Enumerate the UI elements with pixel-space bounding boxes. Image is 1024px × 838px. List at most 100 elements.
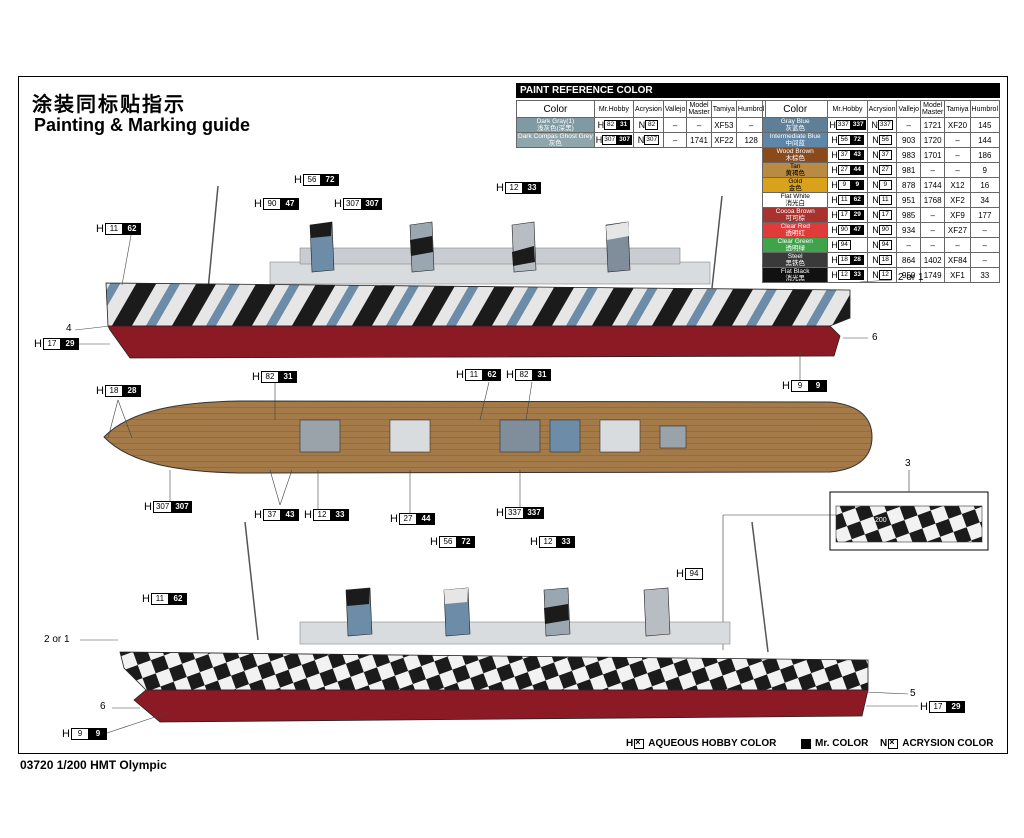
n-code: 56 xyxy=(878,135,892,146)
h-code-black: 62 xyxy=(850,195,864,206)
callout-code-white: 82 xyxy=(260,371,279,383)
col-acrysion: Acrysion xyxy=(633,100,664,118)
n-code: 17 xyxy=(878,210,892,221)
callout-h-27-44: H 27 44 xyxy=(390,513,435,525)
callout-code-white: 307 xyxy=(342,198,363,210)
n-code: 90 xyxy=(878,225,892,236)
h-letter: H xyxy=(829,119,836,130)
callout-h-12-33-bottom: H 12 33 xyxy=(530,536,575,548)
n-code: 12 xyxy=(878,270,892,281)
h-letter: H xyxy=(831,224,838,235)
callout-code-white: 17 xyxy=(42,338,61,350)
h-code-white: 90 xyxy=(837,225,851,236)
callout-code-black: 307 xyxy=(362,198,382,210)
callout-code-black: 307 xyxy=(172,501,192,513)
h-code-white: 12 xyxy=(837,270,851,281)
ship-plan-view xyxy=(103,400,873,474)
paint-name-cn: 木棕色 xyxy=(785,155,805,162)
paint-table-left: Color Mr.Hobby Acrysion Vallejo Model Ma… xyxy=(516,100,767,148)
callout-code-white: 9 xyxy=(790,380,809,392)
n-code: 337 xyxy=(877,120,893,131)
callout-h-letter: H xyxy=(304,509,312,521)
callout-code-white: 82 xyxy=(514,369,533,381)
callout-code-white: 11 xyxy=(150,593,169,605)
callout-number-5: 5 xyxy=(910,688,916,699)
paint-name: Clear Red xyxy=(780,223,810,230)
callout-h-11-62-bottom: H 11 62 xyxy=(142,593,187,605)
callout-h-letter: H xyxy=(144,501,152,513)
callout-code-white: 337 xyxy=(504,507,525,519)
callout-code-black: 62 xyxy=(122,223,141,235)
n-code: 37 xyxy=(878,150,892,161)
humbrol-value: 145 xyxy=(969,117,1001,133)
callout-h-12-33-plan: H 12 33 xyxy=(304,509,349,521)
h-code-white: 17 xyxy=(837,210,851,221)
h-code-black: 44 xyxy=(850,165,864,176)
h-code-black: 307 xyxy=(617,135,632,146)
callout-code-black: 28 xyxy=(122,385,141,397)
h-code-white: 18 xyxy=(837,255,851,266)
callout-code-white: 37 xyxy=(262,509,281,521)
n-code: 18 xyxy=(878,255,892,266)
paint-name: Gray Blue xyxy=(780,118,810,125)
callout-code-black: 62 xyxy=(482,369,501,381)
paint-name: Tan xyxy=(789,163,801,170)
callout-h-letter: H xyxy=(252,371,260,383)
callout-h-56-72-top: H 56 72 xyxy=(294,174,339,186)
callout-code-white: 18 xyxy=(104,385,123,397)
col-mrhobby: Mr.Hobby xyxy=(827,100,868,118)
paint-name: Flat Black xyxy=(780,268,810,275)
callout-h-12-33-top: H 12 33 xyxy=(496,182,541,194)
paint-name: Cocoa Brown xyxy=(775,208,815,215)
callout-h-9-9-top: H 9 9 xyxy=(782,380,827,392)
callout-h-37-43: H 37 43 xyxy=(254,509,299,521)
n-letter: N xyxy=(872,164,879,175)
paint-reference-table: PAINT REFERENCE COLOR Color Mr.Hobby Acr… xyxy=(516,83,1001,283)
title-chinese: 涂装同标贴指示 xyxy=(32,94,186,116)
legend-x-box-icon xyxy=(888,737,899,749)
h-code-white: 94 xyxy=(837,240,851,251)
n-letter: N xyxy=(871,119,878,130)
legend-h-letter: H xyxy=(626,738,634,749)
h-code-black: 9 xyxy=(850,180,864,191)
n-code: 9 xyxy=(878,180,892,191)
callout-code-black: 33 xyxy=(556,536,575,548)
n-letter: N xyxy=(872,239,879,250)
h-letter: H xyxy=(831,209,838,220)
detail-inset xyxy=(722,470,989,650)
paint-name-cn: 灰色 xyxy=(548,140,562,147)
callout-code-white: 11 xyxy=(104,223,123,235)
callout-code-white: 56 xyxy=(438,536,457,548)
humbrol-value: 128 xyxy=(735,132,767,148)
paint-name-cn: 消光黑 xyxy=(785,275,805,282)
callout-h-17-29-bottom: H 17 29 xyxy=(920,701,965,713)
paint-name: Intermediate Blue xyxy=(769,133,821,140)
callout-code-white: 9 xyxy=(70,728,89,740)
h-code-black: 43 xyxy=(850,150,864,161)
col-modelmaster: Model Master xyxy=(686,100,712,118)
callout-h-letter: H xyxy=(142,593,150,605)
callout-h-letter: H xyxy=(62,728,70,740)
n-letter: N xyxy=(638,119,646,130)
callout-h-11-62-top: H 11 62 xyxy=(96,223,141,235)
humbrol-value: 34 xyxy=(969,192,1001,208)
callout-code-white: 12 xyxy=(504,182,523,194)
paint-name: Steel xyxy=(787,253,803,260)
n-letter: N xyxy=(872,149,879,160)
h-code-black: 337 xyxy=(850,120,866,131)
callout-code-white: 12 xyxy=(312,509,331,521)
callout-h-18-28: H 18 28 xyxy=(96,385,141,397)
callout-code-white: 90 xyxy=(262,198,281,210)
callout-code-black: 33 xyxy=(330,509,349,521)
